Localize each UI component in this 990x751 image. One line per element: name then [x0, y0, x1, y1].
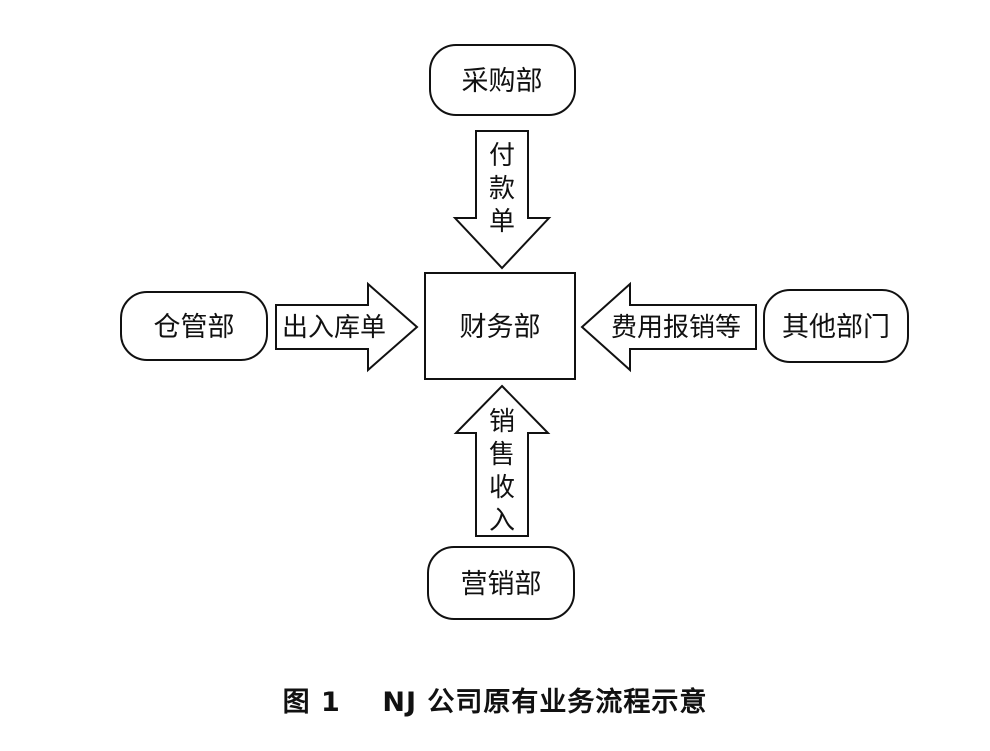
node-marketing-label: 营销部 — [461, 569, 542, 600]
node-purchasing-label: 采购部 — [462, 66, 543, 97]
node-marketing: 营销部 — [427, 546, 575, 620]
arrow-expense-reimbursement-label: 费用报销等 — [611, 313, 741, 343]
arrow-sales-revenue: 销 售 收 入 — [453, 384, 551, 537]
arrow-warehouse-receipt-label: 出入库单 — [282, 313, 386, 343]
node-other-departments-label: 其他部门 — [782, 312, 890, 343]
node-purchasing: 采购部 — [429, 44, 576, 116]
node-other-departments: 其他部门 — [763, 289, 909, 363]
arrow-sales-revenue-char-4: 入 — [489, 506, 515, 536]
arrow-payment-slip-char-3: 单 — [489, 207, 515, 237]
arrow-payment-slip-char-1: 付 — [489, 141, 515, 171]
arrow-sales-revenue-char-3: 收 — [489, 473, 515, 503]
arrow-payment-slip-char-2: 款 — [489, 174, 515, 204]
node-warehouse: 仓管部 — [120, 291, 268, 361]
arrow-payment-slip: 付 款 单 — [452, 130, 552, 270]
arrow-expense-reimbursement: 费用报销等 — [580, 281, 757, 373]
node-finance-label: 财务部 — [460, 312, 541, 343]
arrow-sales-revenue-char-2: 售 — [489, 440, 515, 470]
arrow-sales-revenue-char-1: 销 — [489, 407, 515, 437]
node-finance: 财务部 — [424, 272, 576, 380]
node-warehouse-label: 仓管部 — [154, 312, 235, 343]
arrow-warehouse-receipt: 出入库单 — [275, 281, 419, 373]
figure-caption: 图 1 NJ 公司原有业务流程示意 — [282, 687, 708, 718]
